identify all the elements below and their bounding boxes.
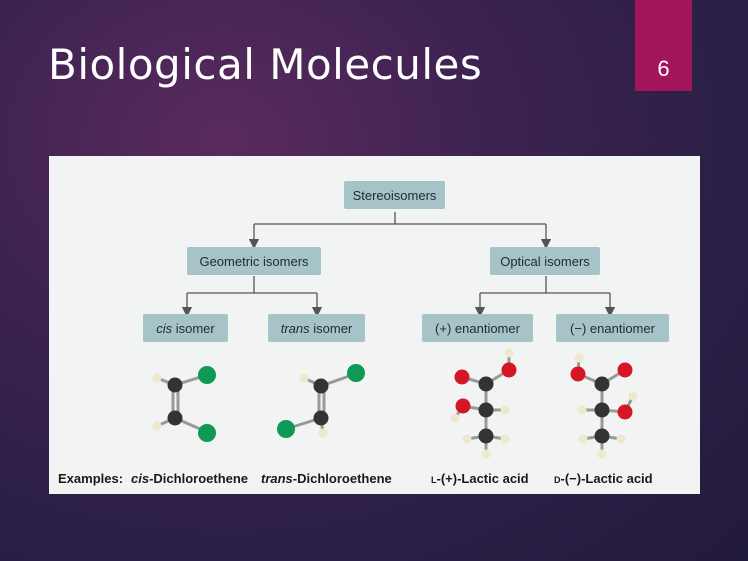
trans-isomer-box: trans isomer bbox=[268, 314, 365, 342]
example-cis: cis-Dichloroethene bbox=[131, 471, 249, 486]
cis-isomer-box: cis isomer bbox=[143, 314, 228, 342]
trans-dichloroethene-molecule bbox=[277, 364, 365, 438]
geometric-label: Geometric isomers bbox=[199, 253, 309, 269]
cis-italic: cis bbox=[156, 320, 173, 336]
d-lactic-acid-molecule bbox=[570, 353, 638, 459]
slide-title: Biological Molecules bbox=[48, 40, 483, 89]
minus-enantiomer-box: (−) enantiomer bbox=[556, 314, 669, 342]
trans-italic: trans bbox=[280, 320, 310, 336]
slide-number-badge: 6 bbox=[635, 0, 692, 91]
stereoisomer-diagram: Stereoisomers Geometric isomers Optical … bbox=[49, 156, 700, 494]
example-trans: trans-Dichloroethene bbox=[261, 471, 392, 486]
optical-isomers-box: Optical isomers bbox=[490, 247, 600, 275]
plus-enantiomer-label: (+) enantiomer bbox=[435, 320, 520, 336]
examples-prefix: Examples: bbox=[58, 471, 124, 486]
geometric-isomers-box: Geometric isomers bbox=[187, 247, 321, 275]
slide-number: 6 bbox=[657, 56, 670, 81]
trans-rest: isomer bbox=[309, 320, 353, 336]
connector-lines bbox=[152, 212, 638, 459]
root-stereoisomers-box: Stereoisomers bbox=[344, 181, 445, 209]
example-l-lactic: L-(+)-Lactic acid bbox=[431, 471, 529, 486]
plus-enantiomer-box: (+) enantiomer bbox=[422, 314, 533, 342]
l-lactic-acid-molecule bbox=[450, 348, 517, 459]
root-label: Stereoisomers bbox=[352, 187, 437, 203]
optical-label: Optical isomers bbox=[500, 253, 590, 269]
cis-rest: isomer bbox=[172, 320, 215, 336]
minus-enantiomer-label: (−) enantiomer bbox=[570, 320, 655, 336]
cis-dichloroethene-molecule bbox=[152, 366, 216, 442]
example-d-lactic: D-(−)-Lactic acid bbox=[554, 471, 653, 486]
